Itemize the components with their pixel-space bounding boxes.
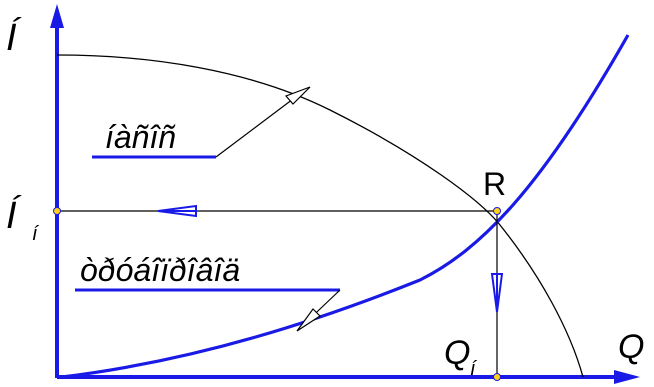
- x-axis-arrowhead: [614, 370, 640, 384]
- pipe-curve-label: òðóáîïðîâîä: [80, 252, 240, 288]
- marker-x-intercept: [493, 373, 501, 381]
- operating-point-label: R: [483, 166, 506, 202]
- pipe-curve: [61, 34, 630, 379]
- pump-curve-label: íàñîñ: [105, 119, 176, 155]
- y-operating-subscript: í: [32, 223, 40, 245]
- pump-curve: [56, 54, 584, 378]
- x-axis-label: Q: [618, 328, 644, 366]
- marker-y-intercept: [53, 207, 61, 215]
- x-operating-subscript: í: [470, 358, 478, 380]
- marker-operating-point: [493, 207, 501, 215]
- y-axis-label: Í: [6, 16, 22, 59]
- pump-label-leader-arrow: [284, 86, 311, 105]
- x-operating-label: Q: [444, 334, 470, 372]
- pipe-label-leader-arrow: [296, 308, 321, 332]
- y-axis-arrowhead: [50, 4, 64, 28]
- y-operating-label: Í: [6, 194, 22, 237]
